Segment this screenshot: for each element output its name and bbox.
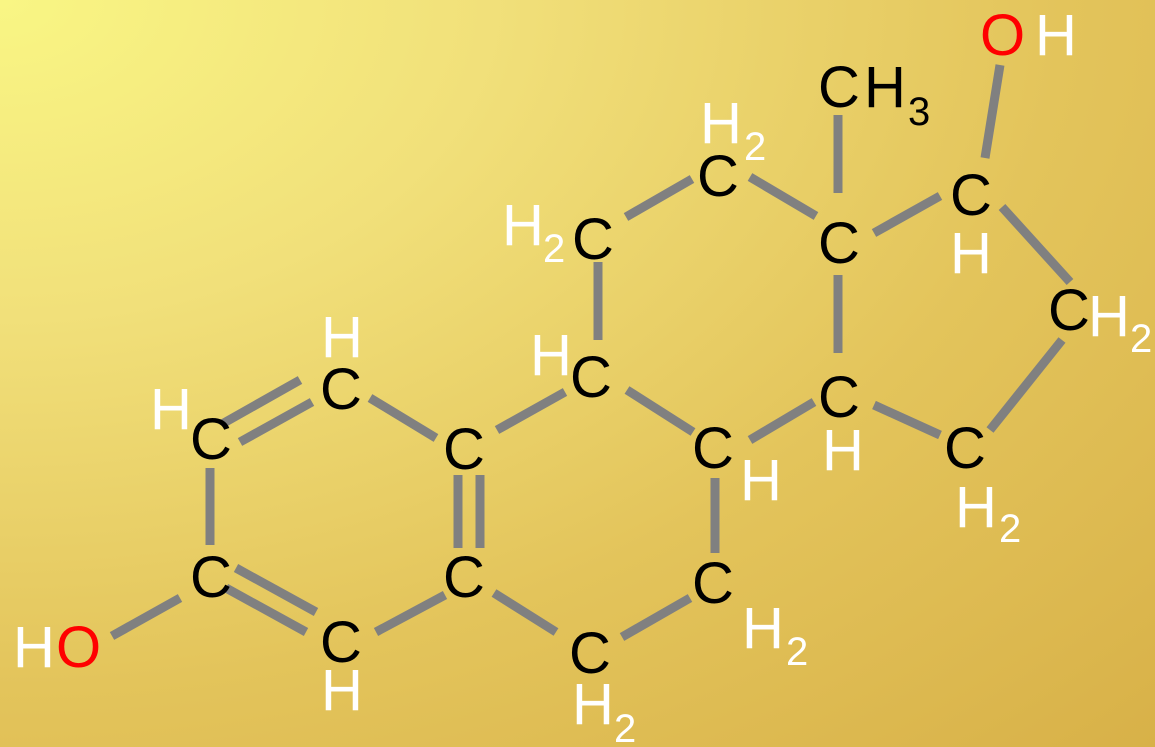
hydrogen-atom: H (321, 658, 363, 723)
carbon-atom: C (692, 416, 734, 481)
carbon-atom: C (818, 365, 860, 430)
carbon-atom: C (320, 610, 362, 675)
carbon-atom: C (443, 545, 485, 610)
carbon-atom: C (190, 545, 232, 610)
bond-c9-c8 (624, 386, 696, 436)
bond-c12-c13 (747, 173, 819, 220)
carbon-atom: C (190, 407, 232, 472)
bond-c11-c12 (623, 175, 695, 221)
bond-c6-c5 (373, 591, 448, 636)
carbon-atom: C (572, 207, 614, 272)
hydrogen-atom: H (150, 377, 192, 442)
subscript-3: 3 (908, 90, 930, 134)
carbon-atom: C (818, 55, 860, 120)
methyl-hydrogen: H (864, 55, 906, 120)
hydrogen-atom: H (955, 475, 997, 540)
bond-c17-c16 (998, 203, 1074, 286)
bond-c15-c14 (872, 400, 942, 440)
bond-c6b-c5 (491, 589, 559, 636)
oxygen-atom: O (56, 615, 101, 680)
carbon-atom: C (697, 144, 739, 209)
bond-c7-c6b (619, 594, 693, 641)
carbon-atom: C (569, 621, 611, 686)
bond-c3-c4 (367, 394, 439, 442)
carbon-atom: C (320, 357, 362, 422)
hydrogen-atom: H (530, 323, 572, 388)
carbon-atom: C (692, 551, 734, 616)
oxygen-atom: O (980, 3, 1025, 68)
carbon-atom: C (944, 416, 986, 481)
bond-c17-oh (980, 64, 1005, 159)
subscript-2: 2 (1130, 317, 1152, 361)
bonds (109, 64, 1074, 641)
bond-c2-c3-double-a (219, 376, 303, 428)
atom-labels: C C C C C C C C C C C C C C C C C C O O … (13, 3, 1152, 747)
hydrogen-atom: H (1088, 284, 1130, 349)
carbon-atom: C (1048, 278, 1090, 343)
carbon-atom: C (570, 345, 612, 410)
bond-c16-c15 (986, 337, 1066, 433)
hydrogen-atom: H (572, 672, 614, 737)
hydrogen-atom: H (822, 418, 864, 483)
bond-c14-c8 (747, 398, 817, 444)
hydrogen-atom: H (13, 615, 55, 680)
bond-ho-c1 (109, 594, 183, 640)
carbon-atom: C (818, 211, 860, 276)
hydrogen-atom: H (740, 448, 782, 513)
subscript-2: 2 (543, 227, 565, 271)
hydrogen-atom: H (1035, 3, 1077, 68)
bond-c1-c6-double-a (233, 564, 319, 616)
hydrogen-atom: H (700, 91, 742, 156)
bond-c2-c3-double-b (237, 398, 315, 446)
carbon-atom: C (950, 163, 992, 228)
carbon-atom: C (443, 417, 485, 482)
subscript-2: 2 (614, 707, 636, 747)
bond-c13-c17 (871, 192, 943, 237)
subscript-2: 2 (999, 507, 1021, 551)
hydrogen-atom: H (742, 596, 784, 661)
subscript-2: 2 (744, 125, 766, 169)
bond-c1-c6-double-b (223, 584, 309, 636)
subscript-2: 2 (786, 630, 808, 674)
hydrogen-atom: H (502, 193, 544, 258)
hydrogen-atom: H (950, 221, 992, 286)
bond-c4-c9 (494, 388, 568, 434)
hydrogen-atom: H (321, 305, 363, 370)
